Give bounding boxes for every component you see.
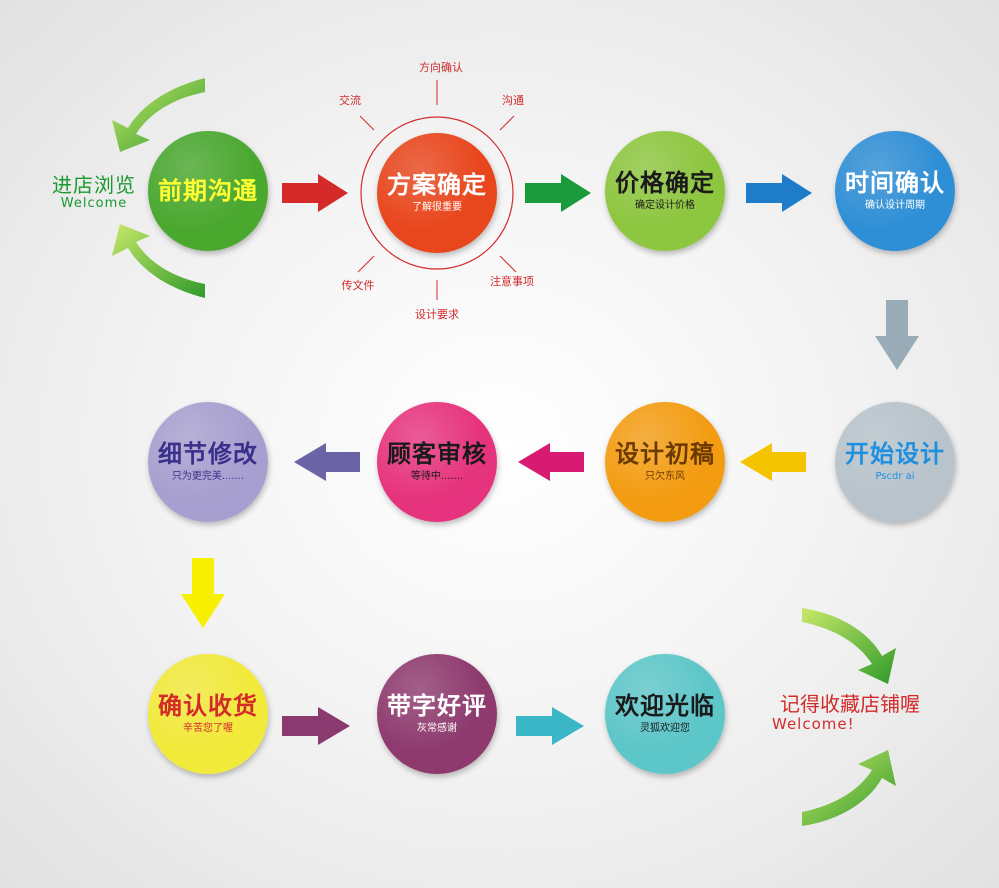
node-title: 前期沟通 [158,177,258,205]
plan-confirm-ring [360,116,514,270]
node-title: 带字好评 [387,692,487,720]
arrow-right-5-icon [516,707,584,745]
node-title: 顾客审核 [387,440,487,468]
node-draft-design: 设计初稿 只欠东风 [605,402,725,522]
node-welcome-back: 欢迎光临 灵狐欢迎您 [605,654,725,774]
curve-arrow-bottom-left-icon [112,224,205,298]
ray-label-requirements: 设计要求 [415,308,459,321]
arrow-left-1-icon [740,443,806,481]
curve-arrow-top-left-icon [112,78,205,152]
end-subtitle: Welcome! [772,715,855,733]
node-plan-confirm: 方案确定 了解很重要 [377,133,497,253]
start-label: 进店浏览 Welcome [38,173,150,211]
node-title: 开始设计 [845,440,945,468]
start-subtitle: Welcome [60,196,128,211]
arrow-left-3-icon [294,443,360,481]
curve-arrow-bottom-right-icon [802,750,896,826]
node-title: 欢迎光临 [615,692,715,720]
node-title: 细节修改 [158,440,258,468]
ray-label-communicate: 沟通 [502,94,524,107]
ray-label-direction: 方向确认 [419,61,463,74]
curve-arrow-top-right-icon [802,608,896,684]
node-client-review: 顾客审核 等待中....... [377,402,497,522]
end-label: 记得收藏店铺喔 Welcome! [764,692,936,732]
node-leave-review: 带字好评 灰常感谢 [377,654,497,774]
node-title: 时间确认 [845,169,945,197]
node-subtitle: 只欠东风 [645,471,685,482]
end-title: 记得收藏店铺喔 [780,692,920,716]
node-title: 方案确定 [387,171,487,199]
node-start-design: 开始设计 Pscdr ai [835,402,955,522]
node-subtitle: 确定设计价格 [635,200,695,211]
node-confirm-receipt: 确认收货 辛苦您了喔 [148,654,268,774]
node-subtitle: Pscdr ai [875,471,915,482]
node-subtitle: 灰常感谢 [417,723,457,734]
node-early-communication: 前期沟通 [148,131,268,251]
node-title: 价格确定 [615,169,715,197]
node-subtitle: 了解很重要 [412,202,462,213]
node-detail-edit: 细节修改 只为更完美....... [148,402,268,522]
start-title: 进店浏览 [52,173,136,197]
arrow-right-1-icon [282,174,348,212]
node-subtitle: 只为更完美....... [171,471,245,482]
node-subtitle: 确认设计周期 [865,200,925,211]
ray-label-notes: 注意事项 [490,275,534,288]
arrow-right-2-icon [525,174,591,212]
node-subtitle: 辛苦您了喔 [183,723,233,734]
node-title: 设计初稿 [615,440,715,468]
arrow-down-2-icon [181,558,225,628]
arrow-right-4-icon [282,707,350,745]
node-title: 确认收货 [158,692,258,720]
node-subtitle: 灵狐欢迎您 [640,723,690,734]
ray-label-exchange: 交流 [339,94,361,107]
node-subtitle: 等待中....... [410,471,464,482]
arrow-left-2-icon [518,443,584,481]
arrow-right-3-icon [746,174,812,212]
node-time-confirm: 时间确认 确认设计周期 [835,131,955,251]
node-price-confirm: 价格确定 确定设计价格 [605,131,725,251]
ray-label-upload-files: 传文件 [341,279,375,292]
plan-confirm-rays [357,80,517,300]
arrow-down-1-icon [875,300,919,370]
